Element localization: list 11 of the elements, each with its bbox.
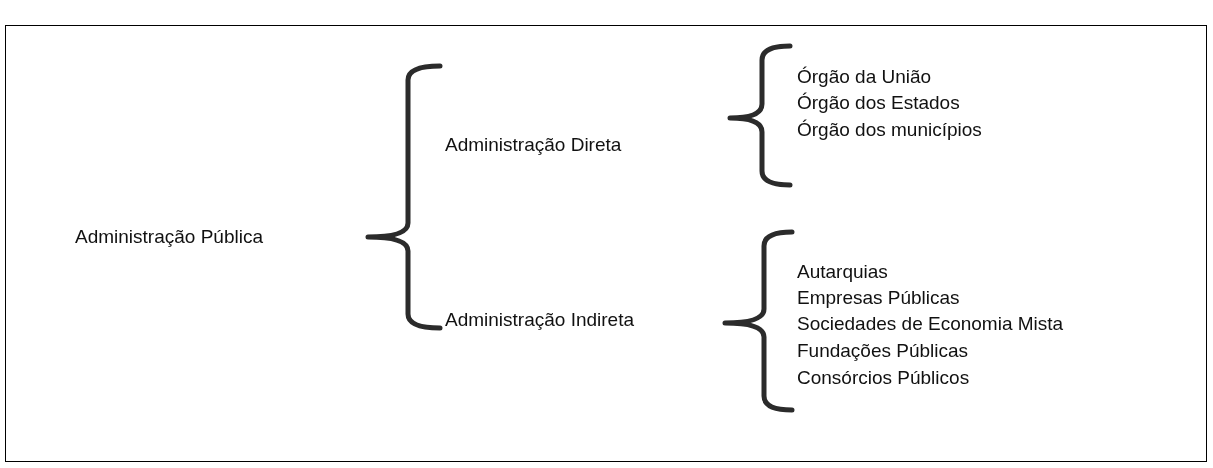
label-text: Órgão dos Estados <box>797 92 960 114</box>
label-text: Consórcios Públicos <box>797 367 970 389</box>
label-text: Administração Pública <box>75 226 263 248</box>
label-text: Fundações Públicas <box>797 340 969 362</box>
label-text: Autarquias <box>797 261 888 283</box>
label-text: Empresas Públicas <box>797 287 960 309</box>
label-text: Órgão dos municípios <box>797 119 982 141</box>
label-text: Sociedades de Economia Mista <box>797 313 1064 335</box>
label-text: Administração Indireta <box>445 309 635 331</box>
label-text: Administração Direta <box>445 134 622 156</box>
label-text: Órgão da União <box>797 66 932 88</box>
